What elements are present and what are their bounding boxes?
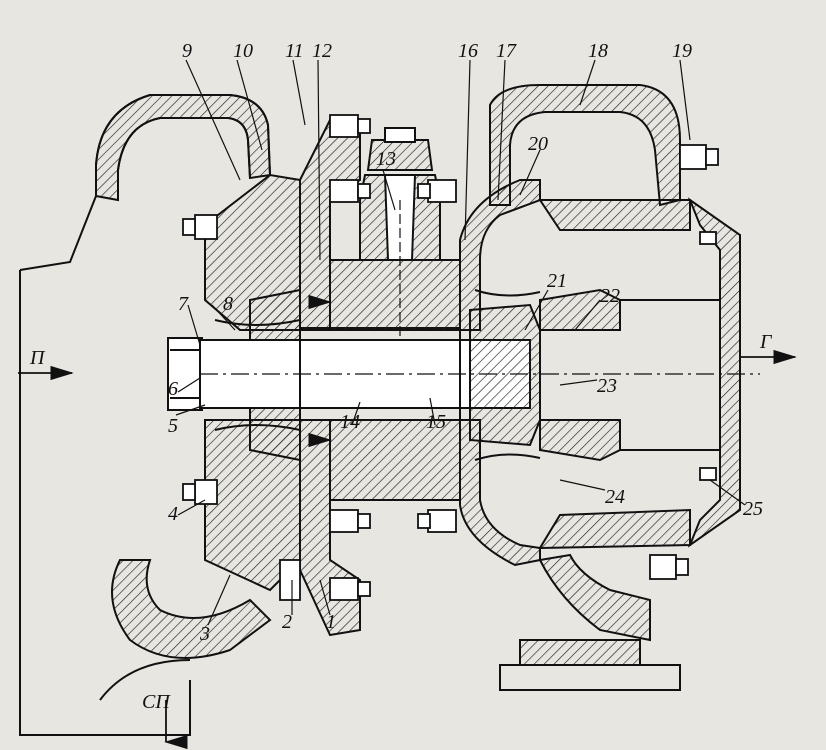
flow-arrows — [18, 294, 797, 750]
turbine-outlet-pedestal — [499, 553, 681, 691]
callout-24: 24 — [605, 486, 625, 508]
leader-lines — [175, 59, 746, 626]
bottom-flow-label: СП — [142, 691, 171, 713]
compressor-volute — [95, 94, 301, 659]
callout-10: 10 — [233, 40, 253, 62]
callout-8: 8 — [223, 293, 233, 315]
inlet-flow-label: П — [29, 347, 46, 369]
callout-15: 15 — [426, 411, 446, 433]
callout-6: 6 — [168, 378, 178, 400]
oil-inlet — [366, 127, 434, 171]
callout-14: 14 — [340, 411, 360, 433]
callout-11: 11 — [285, 40, 304, 62]
callout-20: 20 — [528, 133, 548, 155]
callout-labels: 9 10 11 12 13 16 17 18 19 20 21 22 23 24… — [168, 40, 763, 645]
callout-3: 3 — [199, 623, 210, 645]
bolts — [182, 114, 719, 601]
callout-4: 4 — [168, 503, 178, 525]
outlet-flow-label: Г — [759, 331, 773, 353]
callout-12: 12 — [312, 40, 332, 62]
callout-17: 17 — [496, 40, 517, 62]
callout-18: 18 — [588, 40, 608, 62]
callout-22: 22 — [600, 285, 620, 307]
callout-25: 25 — [743, 498, 763, 520]
callout-1: 1 — [326, 611, 336, 633]
callout-5: 5 — [168, 415, 178, 437]
callout-13: 13 — [376, 148, 396, 170]
callout-16: 16 — [458, 40, 478, 62]
callout-21: 21 — [547, 270, 567, 292]
callout-23: 23 — [597, 375, 617, 397]
callout-19: 19 — [672, 40, 692, 62]
callout-9: 9 — [182, 40, 192, 62]
callout-2: 2 — [282, 611, 292, 633]
callout-7: 7 — [178, 293, 189, 315]
turbine-wheel — [469, 289, 541, 461]
flow-labels: П Г СП — [29, 331, 773, 713]
